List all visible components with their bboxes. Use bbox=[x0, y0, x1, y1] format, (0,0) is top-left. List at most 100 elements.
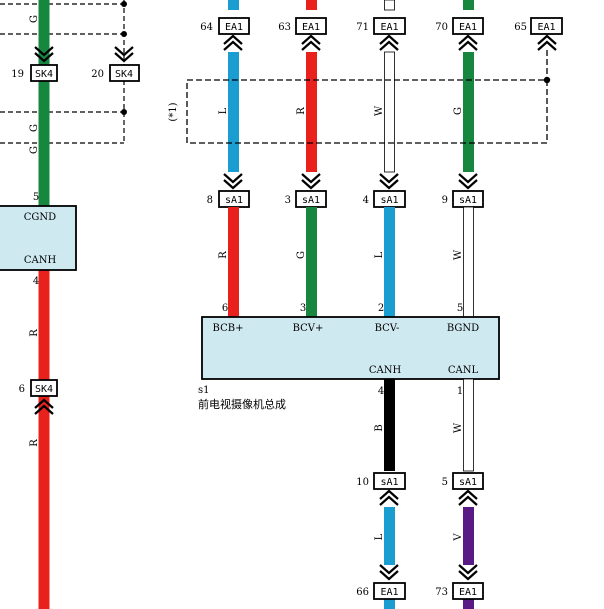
module-label-bcv-plus: BCV+ bbox=[293, 323, 324, 334]
connector-sa1-5: sA1 5 bbox=[442, 472, 484, 506]
camera-module: 6 3 2 5 BCB+ BCV+ BCV- BGND CANH CANL 4 … bbox=[201, 303, 500, 397]
svg-text:64: 64 bbox=[200, 22, 213, 33]
wire-bottom-blue bbox=[384, 507, 395, 609]
connector-sa1-3: sA1 3 bbox=[285, 173, 327, 208]
svg-text:sA1: sA1 bbox=[225, 195, 243, 206]
wire-label-w-top: W bbox=[374, 105, 385, 116]
wire-label-w-low: W bbox=[453, 422, 464, 433]
svg-text:sA1: sA1 bbox=[459, 195, 477, 206]
svg-text:SK4: SK4 bbox=[115, 69, 133, 80]
connector-ea1-63: EA1 63 bbox=[278, 17, 327, 51]
svg-text:3: 3 bbox=[285, 195, 291, 206]
module-pin-top-2: 3 bbox=[300, 303, 306, 314]
module-label-bcv-minus: BCV- bbox=[375, 323, 400, 334]
wire-label-left-g-mid: G bbox=[29, 124, 40, 132]
wire-top-red bbox=[306, 0, 317, 172]
connector-ea1-73: EA1 73 bbox=[435, 564, 484, 600]
wire-top-green bbox=[463, 0, 474, 172]
svg-text:63: 63 bbox=[278, 22, 291, 33]
wire-top-blue bbox=[228, 0, 239, 172]
svg-text:65: 65 bbox=[514, 22, 527, 33]
module-label-bgnd: BGND bbox=[447, 323, 479, 334]
svg-text:9: 9 bbox=[442, 195, 448, 206]
svg-text:8: 8 bbox=[207, 195, 213, 206]
connector-sk4-20: SK4 20 bbox=[91, 46, 140, 82]
wire-low-black bbox=[384, 379, 395, 471]
wire-left-green bbox=[38, 0, 50, 206]
wire-label-left-r-mid: R bbox=[29, 329, 40, 337]
shield-box bbox=[186, 50, 548, 144]
svg-text:SK4: SK4 bbox=[35, 69, 53, 80]
module-pin-top-3: 2 bbox=[378, 303, 384, 314]
connector-ea1-66: EA1 66 bbox=[356, 564, 406, 600]
module-label-bcb: BCB+ bbox=[213, 323, 244, 334]
wire-label-w-mid: W bbox=[453, 249, 464, 260]
left-module: 5 CGND CANH 4 bbox=[0, 192, 77, 287]
wire-label-l-mid: L bbox=[374, 251, 385, 258]
svg-text:19: 19 bbox=[11, 69, 24, 80]
wire-label-left-g-top: G bbox=[29, 15, 40, 23]
svg-text:EA1: EA1 bbox=[537, 22, 555, 33]
svg-text:sA1: sA1 bbox=[380, 195, 398, 206]
connector-sa1-8: sA1 8 bbox=[207, 173, 250, 208]
svg-text:71: 71 bbox=[356, 22, 369, 33]
wire-top-white bbox=[384, 0, 395, 173]
connector-ea1-71: EA1 71 bbox=[356, 17, 406, 51]
connector-sa1-10: sA1 10 bbox=[356, 472, 406, 506]
module-label-canl: CANL bbox=[448, 365, 479, 376]
svg-text:20: 20 bbox=[91, 69, 104, 80]
wire-bottom-violet bbox=[463, 507, 474, 609]
wire-label-b-low: B bbox=[374, 424, 385, 431]
svg-text:sA1: sA1 bbox=[302, 195, 320, 206]
wire-label-v-bot: V bbox=[453, 533, 464, 542]
wire-label-r-mid: R bbox=[218, 251, 229, 259]
svg-text:4: 4 bbox=[363, 195, 369, 206]
svg-text:EA1: EA1 bbox=[380, 587, 398, 598]
module-pin-top-1: 6 bbox=[222, 303, 228, 314]
svg-text:EA1: EA1 bbox=[459, 22, 477, 33]
svg-text:sA1: sA1 bbox=[380, 477, 398, 488]
svg-text:EA1: EA1 bbox=[459, 587, 477, 598]
svg-text:sA1: sA1 bbox=[459, 477, 477, 488]
wire-mid-green bbox=[306, 207, 317, 317]
svg-text:6: 6 bbox=[19, 384, 25, 395]
left-junction-dots bbox=[121, 1, 127, 115]
left-module-label-top: CGND bbox=[24, 212, 56, 223]
svg-text:70: 70 bbox=[435, 22, 448, 33]
connector-sa1-4: sA1 4 bbox=[363, 173, 406, 208]
wire-label-r-top: R bbox=[296, 107, 307, 115]
wire-label-l-bot: L bbox=[374, 533, 385, 540]
left-shield-lines bbox=[0, 0, 125, 144]
wire-label-left-r-low: R bbox=[29, 439, 40, 447]
shield-note: (*1) bbox=[168, 102, 179, 121]
module-pin-top-4: 5 bbox=[457, 303, 463, 314]
connector-ea1-64: EA1 64 bbox=[200, 17, 250, 51]
module-pin-bottom-2: 1 bbox=[457, 386, 463, 397]
wire-label-left-g-low: G bbox=[29, 146, 40, 154]
module-name: 前电视摄像机总成 bbox=[198, 397, 286, 411]
svg-text:EA1: EA1 bbox=[225, 22, 243, 33]
svg-text:5: 5 bbox=[442, 477, 448, 488]
svg-text:66: 66 bbox=[356, 587, 369, 598]
connector-sk4-6: SK4 6 bbox=[19, 379, 58, 415]
module-pin-bottom-1: 4 bbox=[378, 386, 384, 397]
svg-text:10: 10 bbox=[356, 477, 369, 488]
wire-low-white bbox=[463, 378, 474, 472]
connector-sk4-19: SK4 19 bbox=[11, 46, 58, 82]
module-label-canh: CANH bbox=[369, 365, 402, 376]
left-module-pin-top: 5 bbox=[33, 192, 39, 203]
svg-text:EA1: EA1 bbox=[380, 22, 398, 33]
svg-text:73: 73 bbox=[435, 587, 448, 598]
wire-mid-white bbox=[463, 206, 474, 318]
svg-text:SK4: SK4 bbox=[35, 384, 53, 395]
wire-label-g-top: G bbox=[453, 107, 464, 115]
wire-label-g-mid: G bbox=[296, 251, 307, 259]
shield-junction-dot bbox=[543, 76, 551, 84]
wire-mid-red bbox=[228, 207, 239, 317]
module-id: s1 bbox=[198, 385, 210, 396]
connector-ea1-65: EA1 65 bbox=[514, 17, 563, 51]
wire-left-red bbox=[38, 270, 50, 609]
left-module-label-bottom: CANH bbox=[24, 255, 57, 266]
wire-label-l-top: L bbox=[218, 107, 229, 114]
